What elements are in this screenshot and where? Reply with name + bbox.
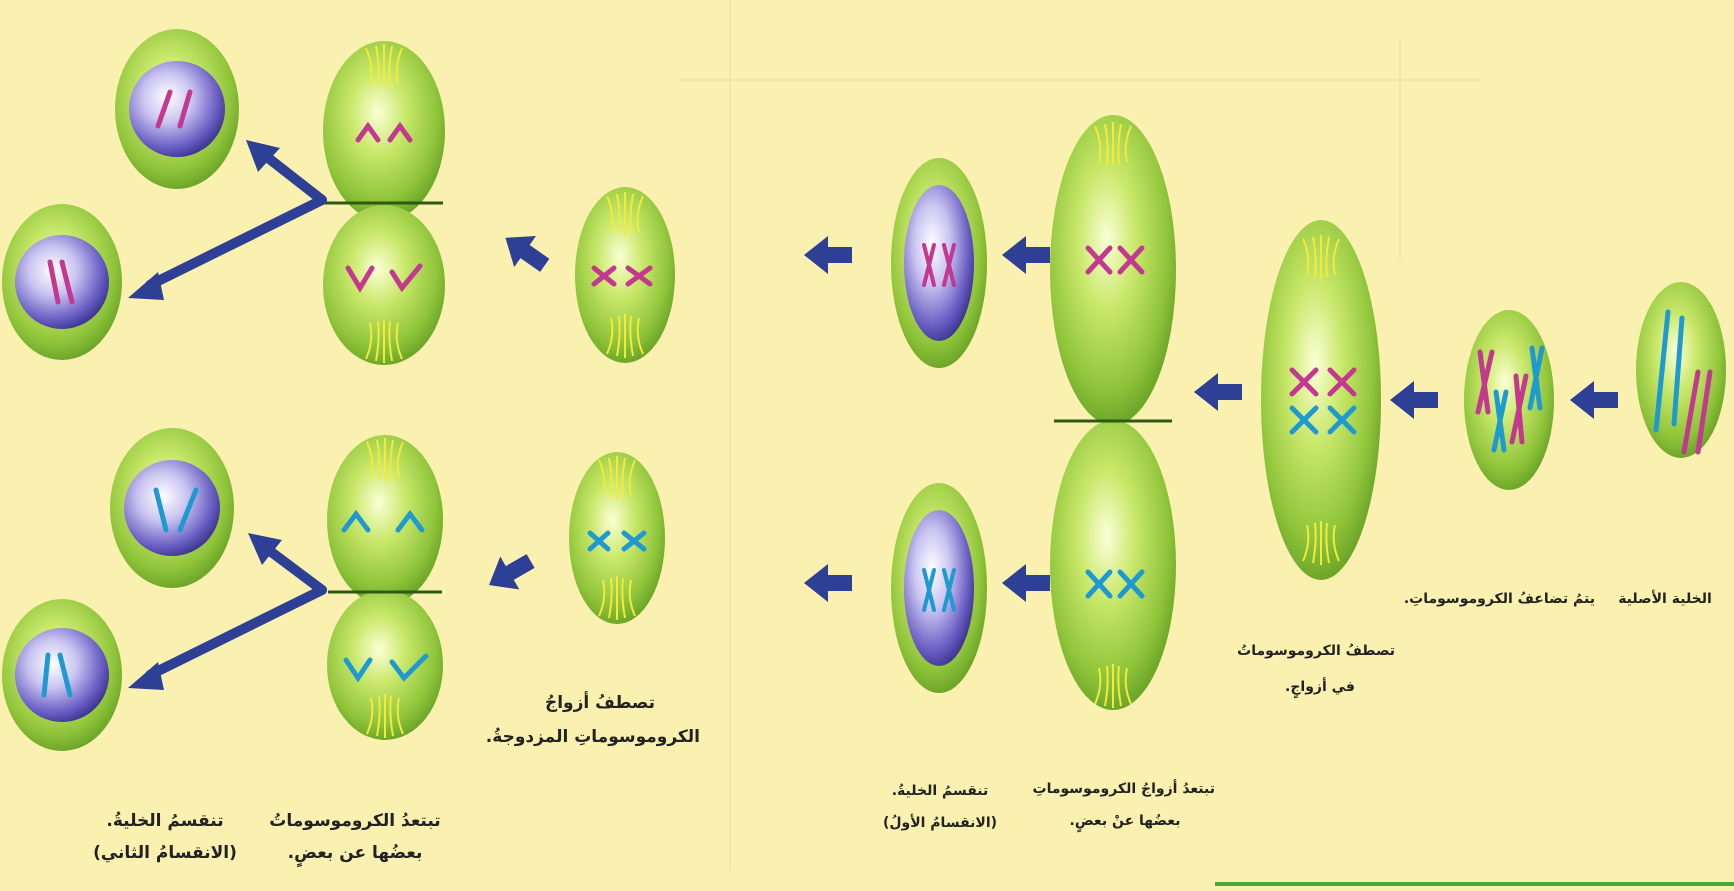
label-divide-second: تنقسمُ الخليةُ. (الانقسامُ الثاني) [80,808,250,866]
arrow-left-4b [1002,564,1050,602]
cell-duplicated [1464,310,1554,490]
arrow-diag-bottom [480,545,541,602]
arrow-left-5b [804,564,852,602]
cell-m2-top-aligned [575,187,675,363]
arrow-left-5a [804,236,852,274]
cell-m2-top-separating [323,41,445,365]
arrowhead-bottom-down [128,662,164,690]
arrow-left-2 [1390,381,1438,419]
label-divide-first: تنقسمُ الخليةُ. (الانقسامُ الأولُ) [880,780,1000,834]
label-separate-chromosomes: تبتعدُ الكروموسوماتُ بعضُها عن بعضٍ. [255,808,455,866]
cell-m2-bottom-final-b [2,599,122,751]
cell-m2-top-final-a [115,29,239,189]
cell-m2-top-final-b [2,204,122,360]
cell-m2-bottom-aligned [569,452,665,624]
label-align-pairs: تصطفُ الكروموسوماتُ في أزواجٍ. [1245,640,1395,698]
label-separate-pairs: تبتعدُ أزواجُ الكروموسوماتِ بعضُها عنْ ب… [1035,778,1215,832]
cell-original [1636,282,1726,458]
arrow-left-4a [1002,236,1050,274]
label-original-cell: الخلية الأصلية [1605,588,1725,610]
cell-separating-pairs [1050,115,1176,710]
label-duplicate: يتمُ تضاعفُ الكروموسوماتِ. [1425,588,1595,610]
cell-m2-bottom-separating [327,435,443,740]
cell-m2-bottom-final-a [110,428,234,588]
arrow-left-1 [1570,381,1618,419]
arrow-diag-top [495,222,556,281]
cell-daughter-bottom [891,483,987,693]
label-align-doubled: تصطفُ أزواجُ الكروموسوماتِ المزدوجةُ. [500,690,700,750]
cell-aligned-pairs [1261,220,1381,580]
arrow-left-3 [1194,373,1242,411]
arrowhead-top-down [128,272,164,300]
cell-daughter-top [891,158,987,368]
